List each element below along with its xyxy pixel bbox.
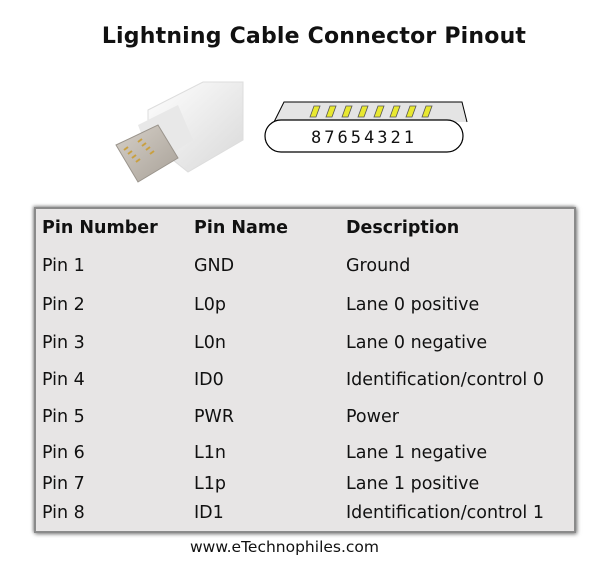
pin-number-labels: 87654321 <box>311 128 417 148</box>
cell-description: Lane 0 negative <box>346 333 488 353</box>
lightning-cable-image <box>115 81 244 183</box>
cell-description: Lane 0 positive <box>346 295 480 315</box>
cell-pin-name: L1p <box>194 474 226 494</box>
cell-pin-name: L0n <box>194 333 226 353</box>
cell-pin-name: PWR <box>194 407 235 427</box>
cell-pin-number: Pin 7 <box>42 474 85 494</box>
header-pin-number: Pin Number <box>42 218 158 238</box>
header-description: Description <box>346 218 460 238</box>
cell-pin-name: L0p <box>194 295 226 315</box>
cell-pin-number: Pin 8 <box>42 503 85 523</box>
website-footer: www.eTechnophiles.com <box>190 538 380 556</box>
cell-pin-name: L1n <box>194 443 226 463</box>
cell-pin-name: ID1 <box>194 503 224 523</box>
cell-description: Identification/control 1 <box>346 503 544 523</box>
cell-pin-number: Pin 4 <box>42 370 85 390</box>
cell-description: Ground <box>346 256 411 276</box>
cell-description: Identification/control 0 <box>346 370 544 390</box>
cell-description: Lane 1 positive <box>346 474 480 494</box>
cell-description: Lane 1 negative <box>346 443 488 463</box>
header-pin-name: Pin Name <box>194 218 288 238</box>
cell-pin-number: Pin 2 <box>42 295 85 315</box>
pinout-table: Pin Number Pin Name Description Pin 1 GND… <box>34 207 576 533</box>
cell-pin-name: ID0 <box>194 370 224 390</box>
connector-pin-diagram: 87654321 <box>264 101 468 153</box>
cell-pin-number: Pin 3 <box>42 333 85 353</box>
cell-description: Power <box>346 407 399 427</box>
cell-pin-number: Pin 6 <box>42 443 85 463</box>
page-title: Lightning Cable Connector Pinout <box>101 24 527 49</box>
cell-pin-number: Pin 5 <box>42 407 85 427</box>
cell-pin-name: GND <box>194 256 235 276</box>
cell-pin-number: Pin 1 <box>42 256 85 276</box>
